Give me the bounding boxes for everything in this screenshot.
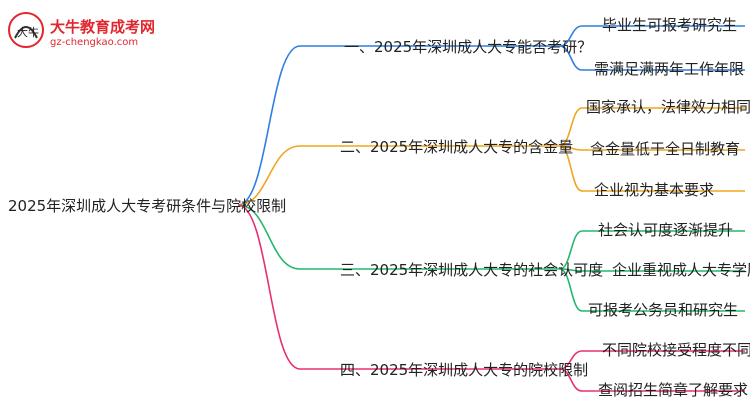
leaf-2-3: 企业视为基本要求 xyxy=(594,181,715,199)
leaf-link-2-3 xyxy=(559,145,583,192)
site-logo[interactable]: 大牛 大牛教育成考网 gz-chengkao.com xyxy=(6,10,166,54)
leaf-link-1-1 xyxy=(559,25,583,47)
branch-2-label: 二、2025年深圳成人大专的含金量 xyxy=(340,138,574,156)
leaf-3-2: 企业重视成人大专学历 xyxy=(612,261,750,279)
branch-1-label: 一、2025年深圳成人大专能否考研？ xyxy=(344,38,593,56)
leaf-4-2: 查阅招生简章了解要求 xyxy=(598,381,749,399)
leaf-link-2-1 xyxy=(559,107,583,147)
logo-url: gz-chengkao.com xyxy=(50,37,139,48)
leaf-2-1: 国家承认，法律效力相同 xyxy=(586,98,750,116)
branch-3-label: 三、2025年深圳成人大专的社会认可度 xyxy=(340,261,604,279)
root-topic: 2025年深圳成人大专考研条件与院校限制 xyxy=(8,197,287,215)
leaf-link-1-2 xyxy=(559,45,583,71)
leaf-link-4-2 xyxy=(559,368,583,392)
logo-mark-text: 大牛 xyxy=(17,25,39,39)
leaf-2-2: 含金量低于全日制教育 xyxy=(590,140,741,158)
root-link-3 xyxy=(237,204,301,270)
leaf-3-3: 可报考公务员和研究生 xyxy=(588,301,739,319)
leaf-4-1: 不同院校接受程度不同 xyxy=(602,341,750,359)
leaf-1-1: 毕业生可报考研究生 xyxy=(602,16,738,34)
leaf-link-4-1 xyxy=(559,350,583,370)
leaf-link-3-3 xyxy=(559,268,583,312)
root-link-4 xyxy=(237,204,301,370)
logo-name: 大牛教育成考网 xyxy=(50,18,156,36)
root-link-2 xyxy=(237,145,301,206)
leaf-3-1: 社会认可度逐渐提升 xyxy=(598,221,734,239)
branch-4-label: 四、2025年深圳成人大专的院校限制 xyxy=(340,361,589,379)
leaf-link-3-1 xyxy=(559,230,583,270)
root-link-1 xyxy=(237,45,301,206)
logo-mark-icon: 大牛 xyxy=(8,12,44,48)
leaf-1-2: 需满足满两年工作年限 xyxy=(594,60,745,78)
